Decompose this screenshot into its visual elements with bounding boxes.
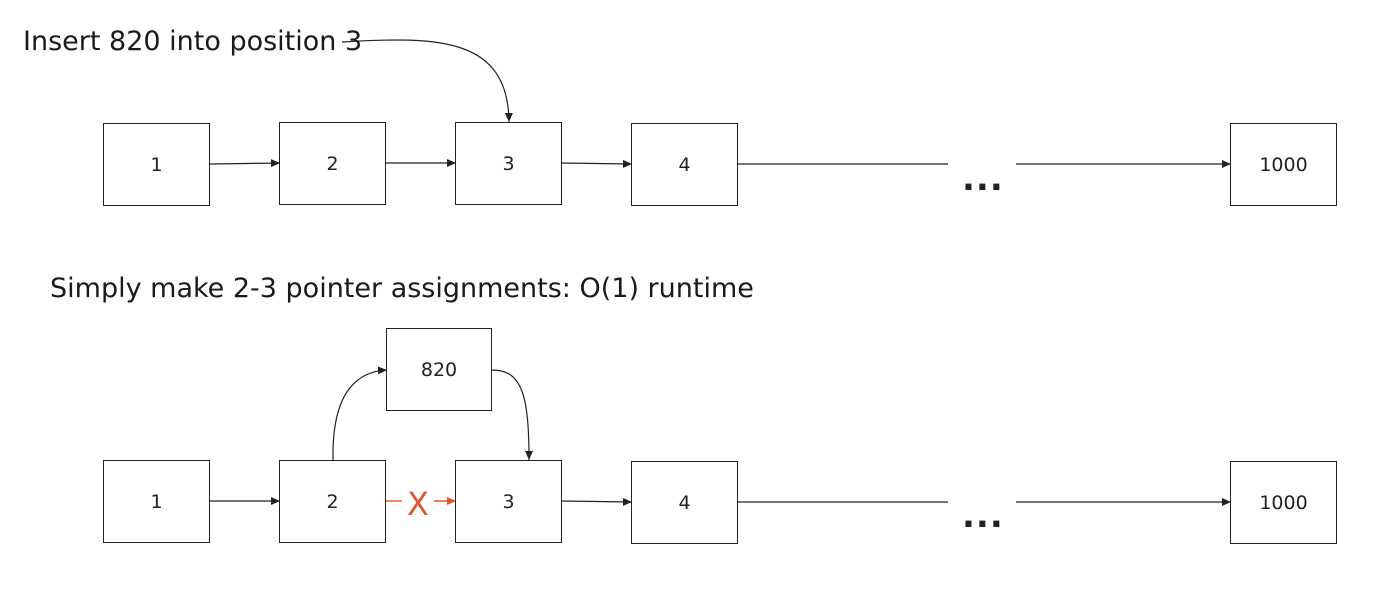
bottom-node: 1 <box>103 460 210 543</box>
caption-pointer-arrow <box>341 39 513 123</box>
bottom-caption: Simply make 2-3 pointer assignments: O(1… <box>50 273 754 304</box>
top-node: 1000 <box>1230 123 1337 206</box>
top-arrow-3-4 <box>561 159 633 168</box>
bottom-ellipsis: ... <box>962 496 1004 536</box>
arrow-2-to-820 <box>332 366 388 461</box>
bottom-node: 2 <box>279 460 386 543</box>
arrow-820-to-3 <box>491 369 533 461</box>
bottom-node: 3 <box>455 460 562 543</box>
top-node: 2 <box>279 122 386 205</box>
top-caption: Insert 820 into position 3 <box>23 26 363 57</box>
top-node: 4 <box>631 123 738 206</box>
bottom-arrow-3-4 <box>561 497 633 506</box>
broken-link-mark: X <box>407 485 429 523</box>
top-node: 3 <box>455 122 562 205</box>
bottom-node: 4 <box>631 461 738 544</box>
bottom-node: 1000 <box>1230 461 1337 544</box>
top-ellipsis: ... <box>962 159 1004 199</box>
inserted-node: 820 <box>386 328 492 411</box>
top-node: 1 <box>103 123 210 206</box>
top-arrow-1-2 <box>209 159 281 168</box>
